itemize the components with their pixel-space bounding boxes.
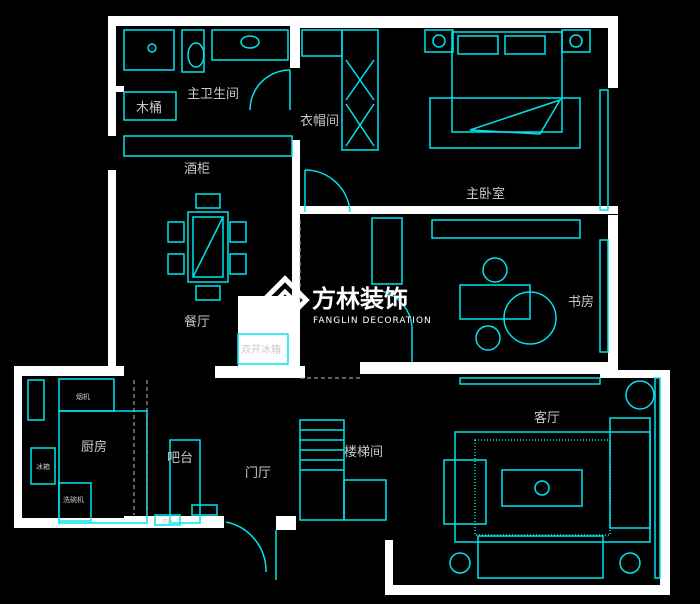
label-dishwasher: 洗碗机 — [63, 495, 84, 504]
logo-name: 方林装饰 — [312, 285, 408, 313]
kitchen-fixtures — [27, 378, 218, 526]
label-study: 书房 — [568, 294, 594, 310]
walls — [14, 16, 670, 595]
label-bathtub: 木桶 — [136, 101, 162, 116]
dining-furniture — [167, 193, 413, 365]
label-stairwell: 楼梯间 — [344, 445, 383, 460]
stair-fixtures — [225, 220, 387, 580]
study-furniture — [431, 219, 609, 353]
bedroom-furniture — [424, 29, 609, 211]
bathroom-fixtures — [123, 29, 291, 121]
label-bar: 吧台 — [167, 451, 193, 466]
label-dining-room: 餐厅 — [184, 314, 210, 330]
label-foyer: 门厅 — [245, 466, 271, 481]
label-range-hood: 烟机 — [76, 392, 90, 401]
logo-subtitle: FANGLIN DECORATION — [313, 316, 432, 326]
living-furniture — [443, 377, 661, 579]
fanglin-logo: 方林装饰 FANGLIN DECORATION — [260, 275, 432, 326]
label-kitchen: 厨房 — [81, 439, 107, 455]
closet-fixtures — [123, 29, 379, 213]
label-master-bath: 主卫生间 — [187, 87, 239, 102]
label-wine-cabinet: 酒柜 — [184, 162, 210, 177]
label-living-room: 客厅 — [534, 410, 560, 426]
label-double-fridge: 双开冰箱 — [241, 343, 281, 356]
label-pd: PD — [163, 518, 173, 526]
label-walk-in-closet: 衣帽间 — [300, 113, 339, 129]
logo-mark-icon — [260, 275, 310, 325]
label-master-bedroom: 主卧室 — [466, 186, 505, 202]
label-fridge: 冰箱 — [36, 462, 50, 471]
